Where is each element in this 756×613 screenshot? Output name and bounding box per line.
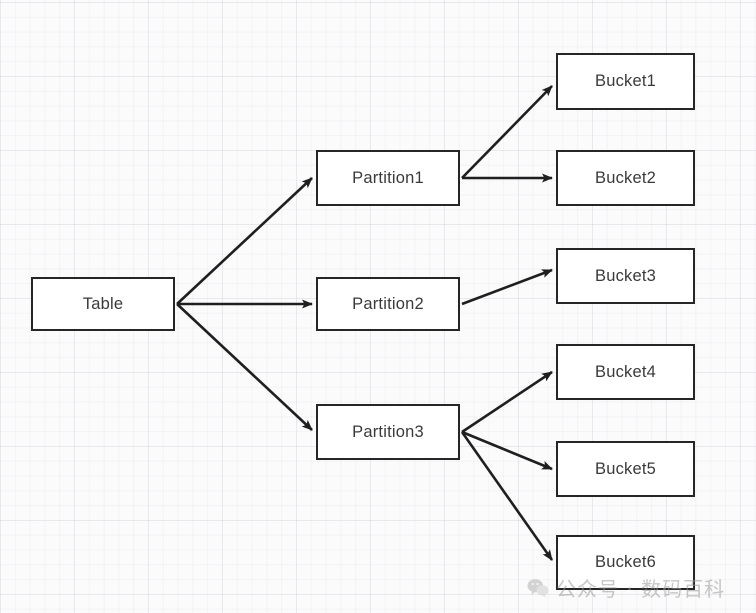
node-label-partition3: Partition3 [352, 422, 424, 441]
edge-partition3-to-bucket5 [461, 430, 553, 471]
edge-table-to-partition1 [176, 177, 313, 305]
node-partition2[interactable]: Partition2 [316, 277, 460, 331]
node-label-partition2: Partition2 [352, 294, 424, 313]
node-bucket4[interactable]: Bucket4 [556, 344, 695, 400]
wechat-icon [527, 578, 549, 597]
edge-table-to-partition3 [176, 303, 313, 431]
node-bucket6[interactable]: Bucket6 [556, 535, 695, 590]
node-partition1[interactable]: Partition1 [316, 150, 460, 206]
node-bucket3[interactable]: Bucket3 [556, 248, 695, 304]
node-table[interactable]: Table [31, 277, 175, 331]
node-label-bucket6: Bucket6 [594, 553, 657, 572]
node-label-bucket5: Bucket5 [594, 459, 657, 478]
edge-partition1-to-bucket1 [461, 85, 553, 179]
node-bucket5[interactable]: Bucket5 [556, 441, 695, 497]
node-label-bucket2: Bucket2 [594, 168, 657, 187]
node-partition3[interactable]: Partition3 [316, 404, 460, 460]
node-label-bucket4: Bucket4 [594, 362, 657, 381]
node-label-partition1: Partition1 [352, 168, 424, 187]
node-label-bucket3: Bucket3 [594, 266, 657, 285]
node-label-table: Table [82, 294, 124, 313]
edge-partition3-to-bucket4 [461, 370, 553, 434]
node-bucket1[interactable]: Bucket1 [556, 53, 695, 110]
edge-partition3-to-bucket6 [460, 431, 554, 561]
node-bucket2[interactable]: Bucket2 [556, 150, 695, 206]
edge-partition2-to-bucket3 [461, 268, 553, 306]
node-label-bucket1: Bucket1 [594, 72, 657, 91]
